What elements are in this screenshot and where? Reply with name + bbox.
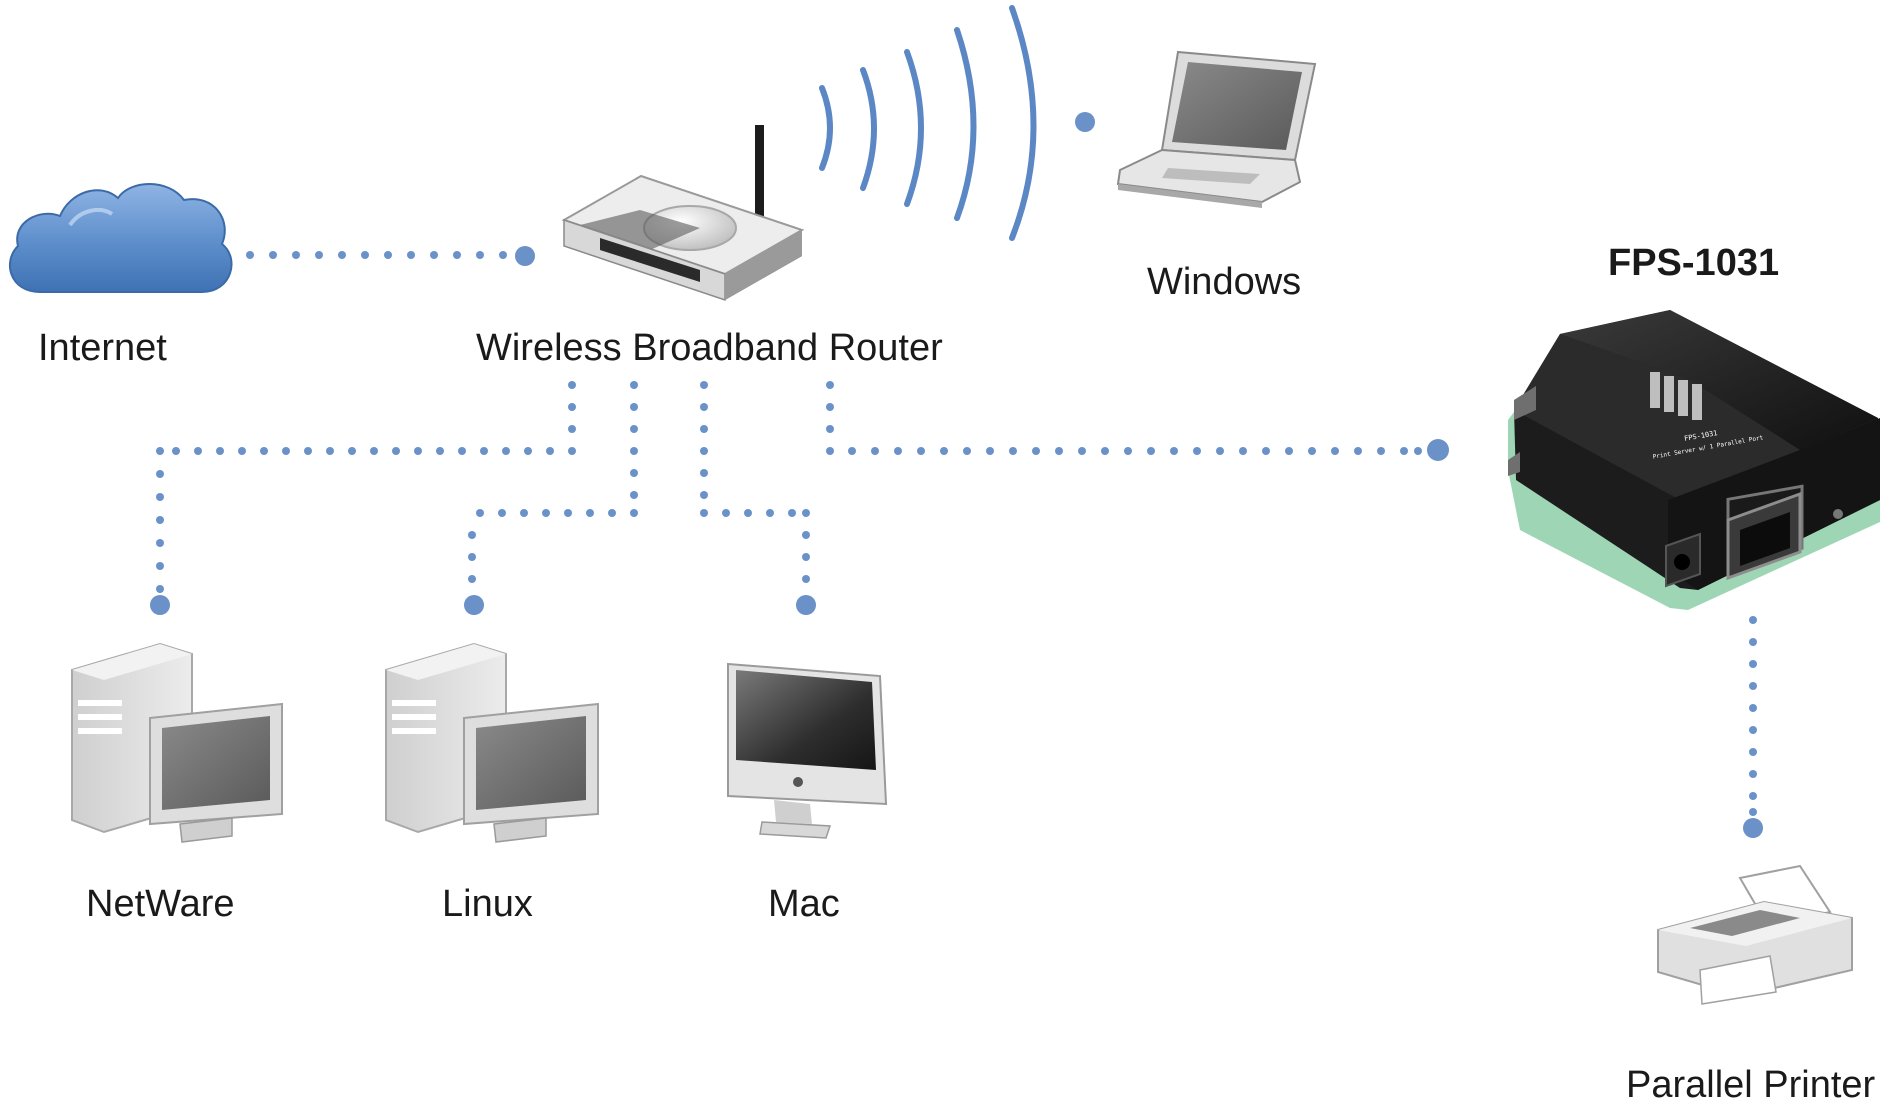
level-one-logo-icon	[1650, 372, 1702, 420]
connector-internet-router	[246, 251, 507, 259]
netware-label: NetWare	[86, 883, 235, 925]
connector-endpoint-fps	[1427, 439, 1449, 461]
fps-label: FPS-1031	[1608, 242, 1780, 284]
desktop-pc-icon	[385, 642, 599, 843]
imac-icon	[727, 662, 888, 839]
printer-icon	[1657, 864, 1853, 1005]
connector-endpoint-netware	[150, 595, 170, 615]
print-server-icon	[1508, 310, 1880, 610]
printer-label: Parallel Printer	[1626, 1064, 1876, 1104]
connector-router-mac	[700, 381, 810, 583]
windows-label: Windows	[1147, 261, 1302, 303]
connector-endpoint-printer	[1743, 818, 1763, 838]
connector-router-fps	[826, 381, 1422, 455]
connector-endpoint-windows	[1075, 112, 1095, 132]
connector-router-netware	[156, 381, 576, 593]
router-label: Wireless Broadband Router	[476, 327, 943, 369]
connector-endpoint-linux	[464, 595, 484, 615]
linux-label: Linux	[442, 883, 533, 925]
router-icon	[561, 125, 805, 302]
desktop-pc-icon	[71, 642, 283, 843]
wifi-signal-icon	[819, 5, 1037, 241]
connector-endpoint-mac	[796, 595, 816, 615]
connector-endpoint-router-left	[515, 246, 535, 266]
connector-router-linux	[468, 381, 638, 583]
internet-label: Internet	[38, 327, 167, 369]
mac-label: Mac	[768, 883, 840, 925]
connector-fps-printer	[1749, 616, 1757, 816]
cloud-icon	[9, 183, 233, 293]
laptop-icon	[1116, 50, 1317, 208]
